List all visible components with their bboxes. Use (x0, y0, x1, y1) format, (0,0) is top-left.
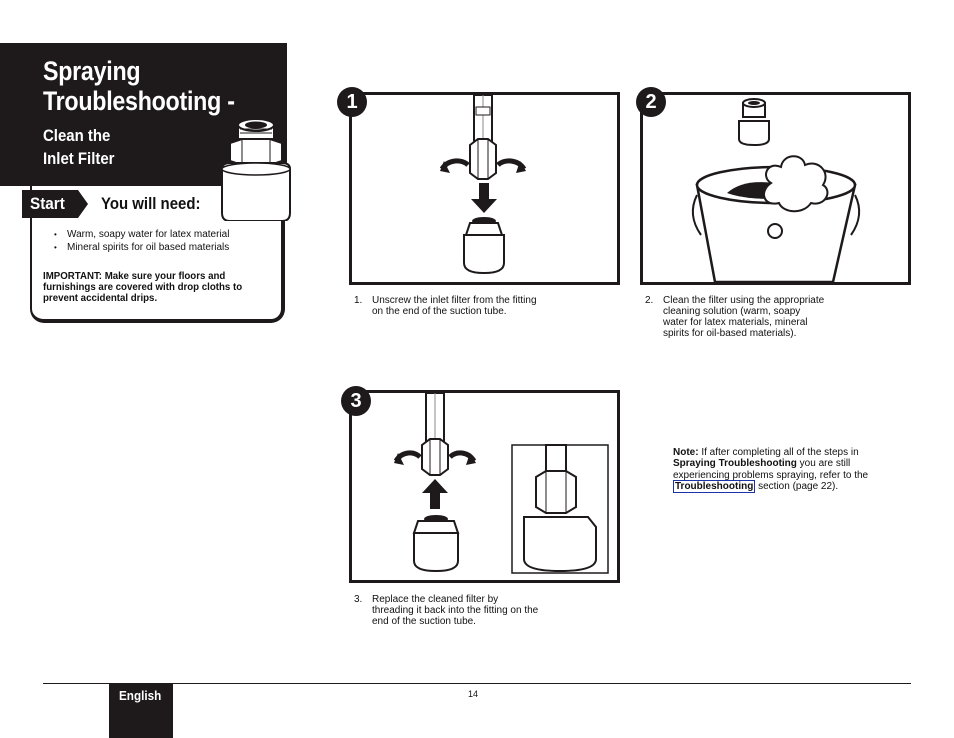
troubleshooting-note: Note: If after completing all of the ste… (673, 447, 883, 494)
caption-line: end of the suction tube. (372, 616, 476, 627)
footer-divider (43, 683, 911, 684)
caption-line: on the end of the suction tube. (372, 306, 507, 317)
note-label: Note: (673, 447, 699, 458)
page-title-line1: Spraying (43, 56, 141, 86)
page-title: Spraying Troubleshooting - (43, 56, 235, 116)
step-2-illustration (691, 98, 861, 284)
step-1-number: 1 (337, 87, 367, 117)
caption-line: water for latex materials, mineral (663, 317, 808, 328)
step-3-illustration (393, 392, 609, 574)
note-text: you are still experiencing problems spra… (673, 458, 869, 481)
inlet-filter-illustration (221, 118, 291, 221)
caption-line: cleaning solution (warm, soapy (663, 306, 801, 317)
caption-line: Clean the filter using the appropriate (663, 295, 825, 306)
troubleshooting-link[interactable]: Troubleshooting (673, 480, 756, 494)
language-label: English (119, 688, 162, 703)
step-1-caption: 1. Unscrew the inlet filter from the fit… (354, 295, 614, 325)
step-3-caption-number: 3. (354, 594, 363, 605)
page-subtitle: Clean the Inlet Filter (43, 124, 114, 170)
step-1-frame (349, 92, 620, 285)
language-tab (109, 684, 173, 738)
note-text: section (page 22). (755, 481, 839, 493)
step-2-caption-number: 2. (645, 295, 654, 306)
caption-line: Replace the cleaned filter by (372, 594, 499, 605)
requirements-list: Warm, soapy water for latex material Min… (54, 228, 229, 254)
caption-line: spirits for oil-based materials). (663, 328, 797, 339)
requirements-title: You will need: (101, 194, 201, 213)
list-item: Mineral spirits for oil based materials (54, 241, 229, 254)
list-item: Warm, soapy water for latex material (54, 228, 229, 241)
step-2-caption: 2. Clean the filter using the appropriat… (645, 295, 905, 345)
note-text: If after completing all of the steps in (698, 447, 859, 458)
step-1-caption-number: 1. (354, 295, 363, 306)
start-tag (22, 190, 88, 218)
page-subtitle-line2: Inlet Filter (43, 149, 115, 168)
caption-line: Unscrew the inlet filter from the fittin… (372, 295, 537, 306)
page-title-line2: Troubleshooting - (43, 86, 235, 116)
start-label: Start (30, 194, 65, 213)
step-3-frame (349, 390, 620, 583)
step-3-caption: 3. Replace the cleaned filter by threadi… (354, 594, 614, 634)
page-subtitle-line1: Clean the (43, 126, 111, 145)
step-2-number: 2 (636, 87, 666, 117)
important-warning: IMPORTANT: Make sure your floors and fur… (43, 271, 243, 304)
page-number: 14 (468, 689, 479, 699)
step-1-illustration (439, 94, 527, 275)
note-bold-reference: Spraying Troubleshooting (673, 458, 797, 470)
step-3-number: 3 (341, 386, 371, 416)
caption-line: threading it back into the fitting on th… (372, 605, 539, 616)
step-2-frame (640, 92, 911, 285)
